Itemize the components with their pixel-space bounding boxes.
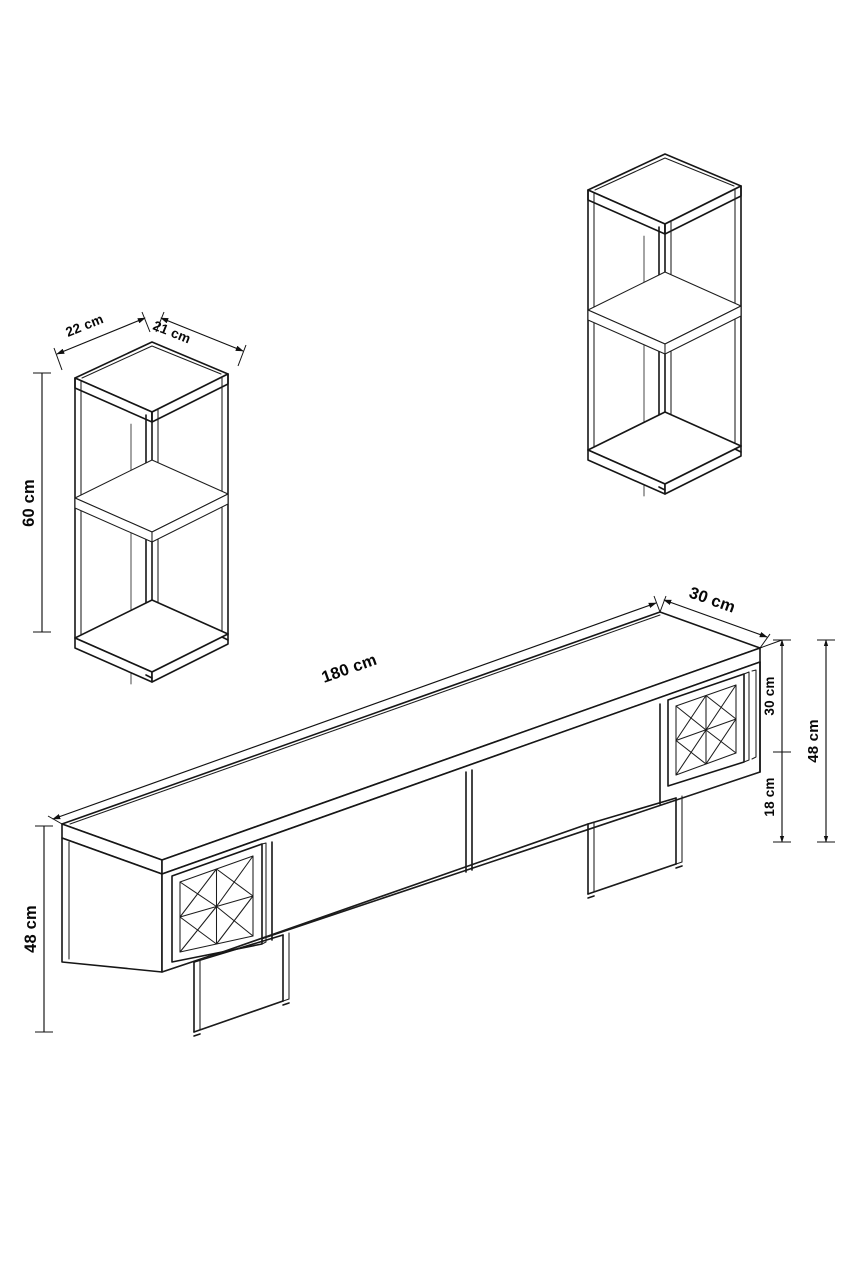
shelf-top-panel [74,341,229,423]
label-stand-height-right: 48 cm [805,719,822,763]
shelf-unit-right [587,153,742,497]
shelf2-bottom-board [587,411,742,495]
shelf2-middle-board [587,271,742,355]
tv-stand-leg-stretcher [193,821,595,963]
label-stand-top-section: 30 cm [762,676,777,715]
dimension-shelf-height [33,372,51,633]
shelf2-top-panel [587,153,742,235]
label-stand-bottom-section: 18 cm [762,777,777,816]
dimension-stand-sections-right [759,639,835,843]
tv-stand-leg-right [587,795,683,899]
tv-stand-door-patterned-right [667,669,757,787]
label-stand-height-left: 48 cm [22,905,40,953]
dimension-stand-height-left [35,825,53,1033]
dimension-stand-depth [659,595,771,649]
dimension-shelf-width [53,311,151,371]
dimension-shelf-depth [155,311,247,367]
shelf-bottom-board [74,599,229,683]
label-shelf-height: 60 cm [20,479,38,527]
label-shelf-width: 22 cm [64,311,106,340]
tv-stand-drawing [35,595,835,1037]
tv-stand-door-patterned-left [171,842,267,963]
dimension-stand-length [47,595,661,825]
shelf2-foot-marks [658,448,742,491]
shelf-middle-board [74,459,229,543]
label-stand-length: 180 cm [319,651,379,687]
shelf-unit-left [33,311,247,685]
label-stand-depth: 30 cm [687,584,738,617]
